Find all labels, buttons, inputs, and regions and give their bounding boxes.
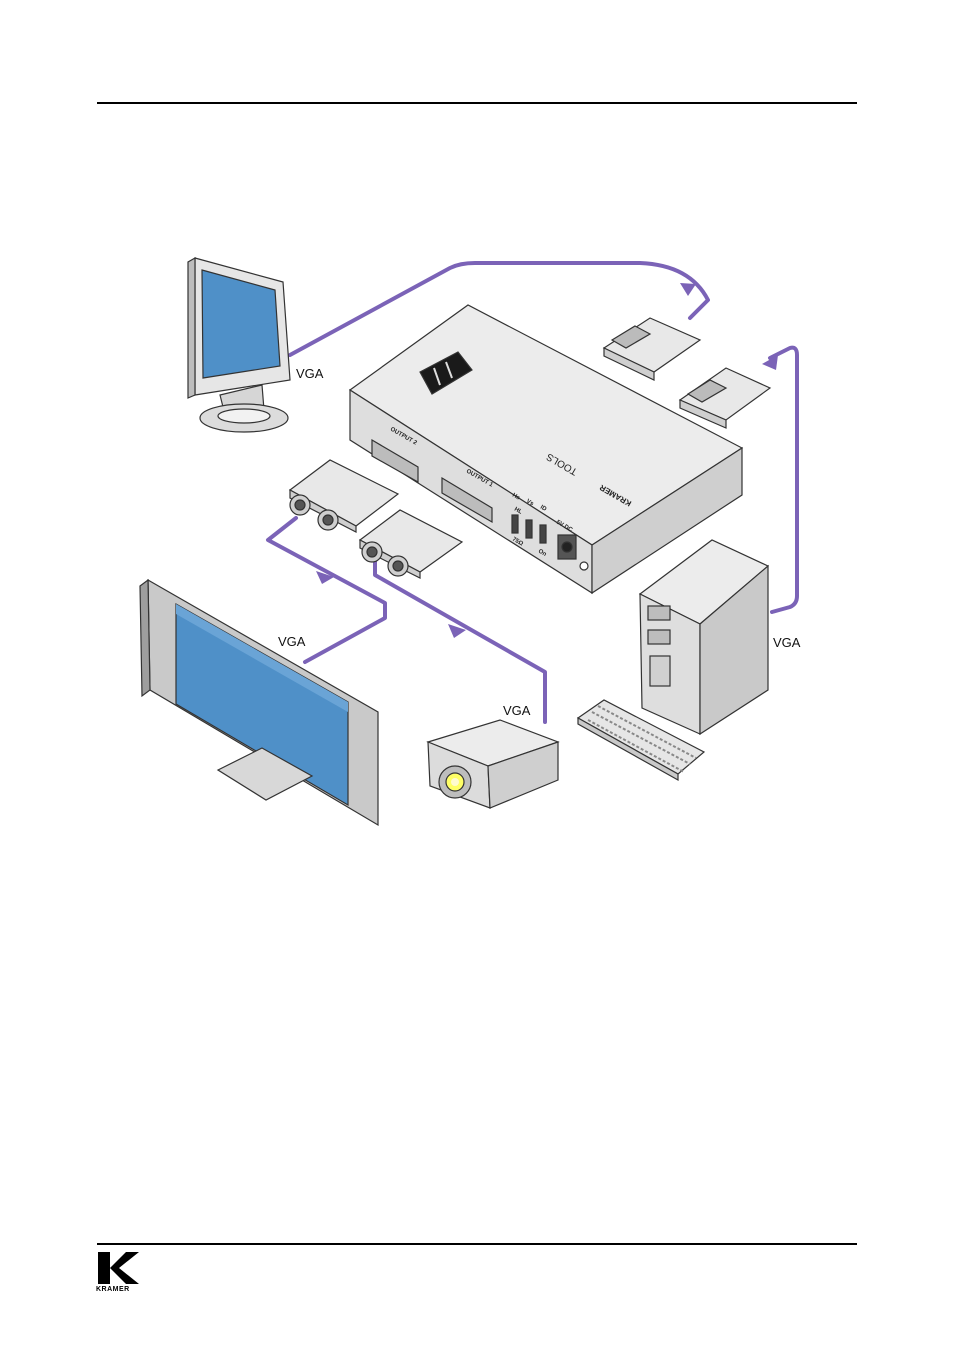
- vga-connector-bottom-1: [290, 460, 398, 532]
- pc-drive-bay-1: [648, 606, 670, 620]
- dip-switch-1: [512, 515, 518, 533]
- label-vga-pc: VGA: [773, 635, 801, 650]
- pc-drive-bay-2: [648, 630, 670, 644]
- label-vga-monitor: VGA: [296, 366, 324, 381]
- label-vga-projector: VGA: [503, 703, 531, 718]
- pc-tower: [640, 540, 768, 734]
- footer-logo-text: KRAMER: [96, 1286, 130, 1293]
- arrow-monitor: [680, 283, 696, 296]
- dip-switch-3: [540, 525, 546, 543]
- pc-drive-bay-3: [650, 656, 670, 686]
- kramer-logo: [97, 1252, 140, 1284]
- vga-connector-top-1: [604, 318, 700, 380]
- lcd-monitor: [188, 258, 290, 432]
- dip-switch-2: [526, 520, 532, 538]
- projector: [428, 720, 558, 808]
- plasma-display: [140, 580, 378, 825]
- cable-projector: [375, 558, 545, 722]
- vga-connector-top-2: [680, 368, 770, 428]
- label-vga-plasma: VGA: [278, 634, 306, 649]
- cable-pc: [770, 348, 797, 612]
